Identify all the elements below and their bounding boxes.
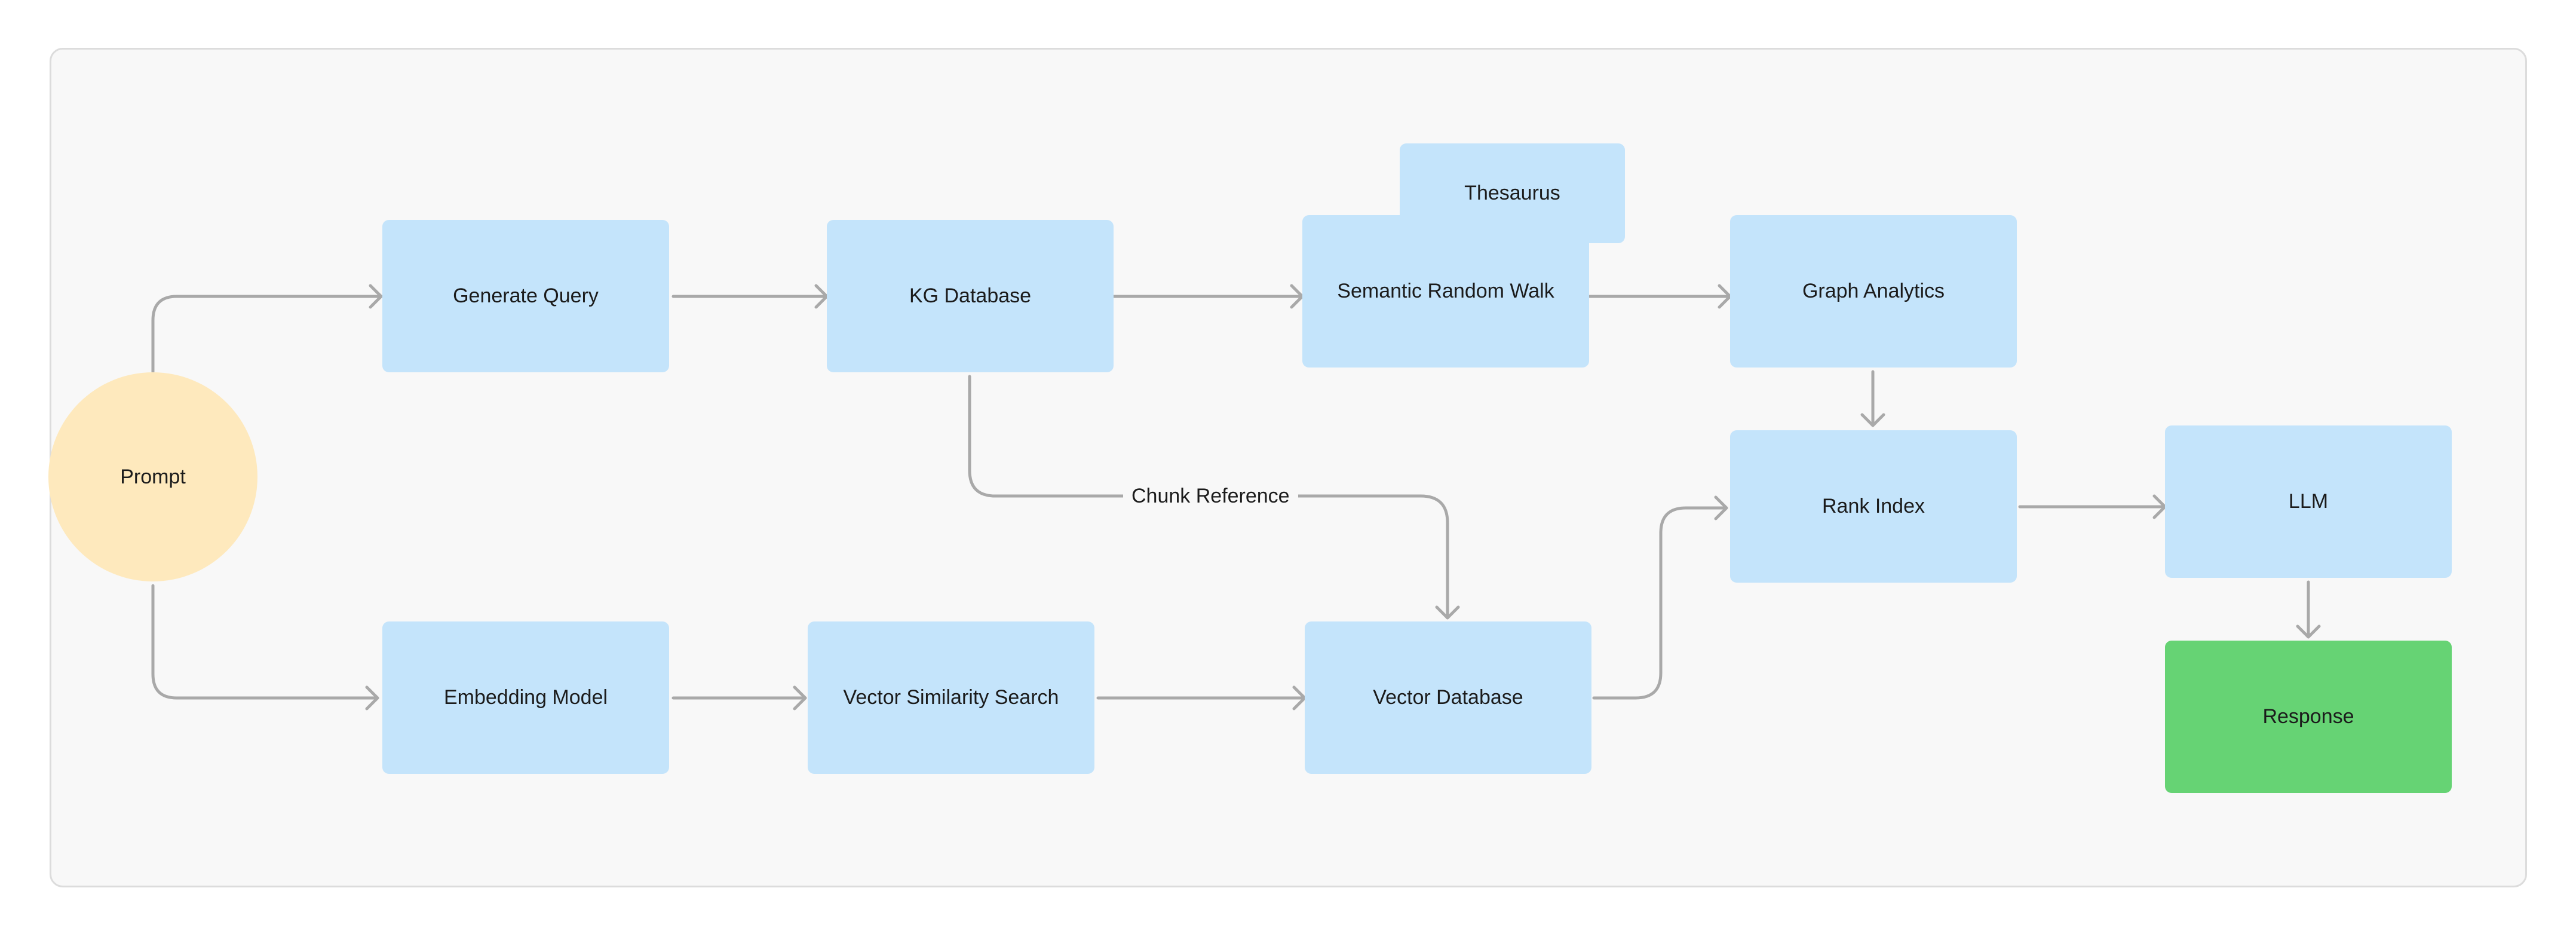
semantic-random-walk-node: Semantic Random Walk: [1302, 215, 1589, 368]
arrowhead: [1714, 495, 1728, 520]
response-node: Response: [2165, 641, 2452, 793]
chunk-reference-label: Chunk Reference: [1123, 483, 1298, 509]
arrowhead: [793, 685, 807, 711]
edge-prompt-to-embedding-model: [151, 584, 379, 700]
kg-database-node: KG Database: [827, 220, 1114, 372]
arrowhead: [365, 685, 379, 711]
arrowhead: [1860, 413, 1885, 427]
generate-query-node: Generate Query: [382, 220, 669, 372]
vector-database-node: Vector Database: [1305, 621, 1591, 774]
edge-kg-database-to-vector-database: [968, 375, 1449, 620]
arrowhead: [369, 284, 383, 309]
graph-analytics-node: Graph Analytics: [1730, 215, 2017, 368]
embedding-model-node: Embedding Model: [382, 621, 669, 774]
edge-prompt-to-generate-query: [151, 295, 383, 373]
arrowhead: [2296, 624, 2321, 639]
prompt-node: Prompt: [48, 372, 257, 581]
edge-vector-database-to-rank-index: [1592, 506, 1728, 700]
llm-node: LLM: [2165, 425, 2452, 578]
rank-index-node: Rank Index: [1730, 430, 2017, 583]
vector-similarity-search-node: Vector Similarity Search: [808, 621, 1094, 774]
arrowhead: [1435, 605, 1460, 620]
